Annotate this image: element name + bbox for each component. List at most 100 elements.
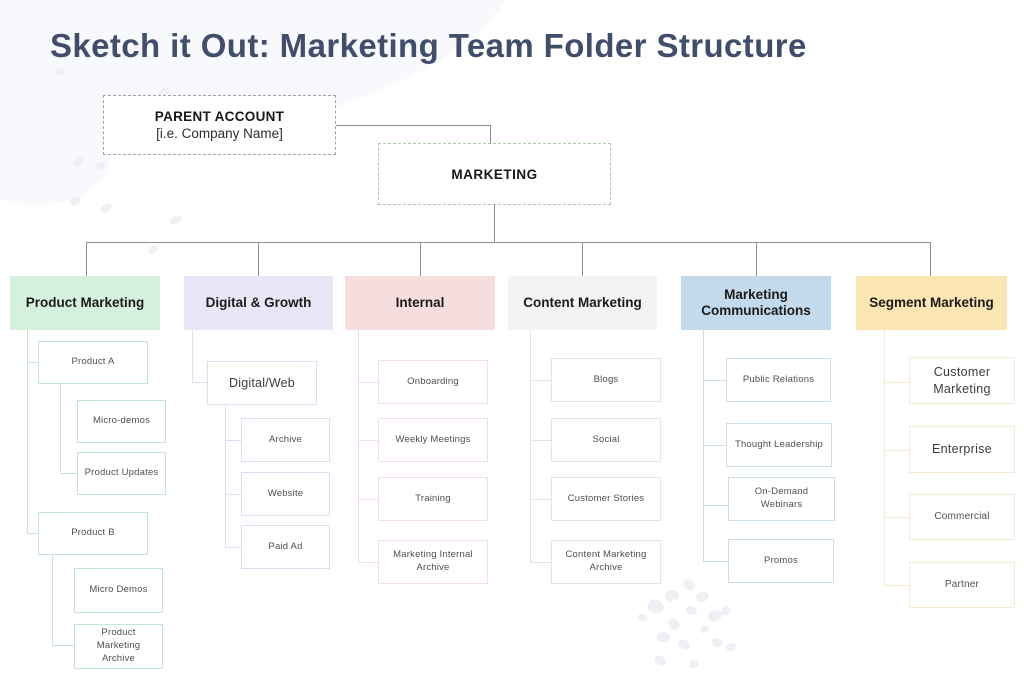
parent-account-node: PARENT ACCOUNT [i.e. Company Name]	[103, 95, 336, 155]
confetti-dot	[666, 616, 682, 632]
connector	[884, 517, 909, 518]
connector	[225, 494, 241, 495]
connector	[358, 562, 378, 563]
connector	[490, 125, 491, 144]
folder-node: Partner	[909, 562, 1015, 608]
folder-node: Website	[241, 472, 330, 516]
confetti-dot	[71, 155, 86, 169]
confetti-dot	[711, 637, 724, 648]
connector	[358, 330, 359, 563]
connector	[192, 330, 193, 383]
folder-node: Product A	[38, 341, 148, 384]
folder-node: Enterprise	[909, 426, 1015, 473]
connector	[192, 382, 207, 383]
connector	[27, 533, 38, 534]
connector	[756, 242, 757, 276]
folder-node: Commercial	[909, 494, 1015, 540]
connector	[530, 330, 531, 563]
folder-node: Product Marketing Archive	[74, 624, 163, 669]
folder-node: Content Marketing Archive	[551, 540, 661, 584]
connector	[884, 382, 909, 383]
connector	[86, 242, 87, 276]
folder-node: Customer Stories	[551, 477, 661, 521]
folder-node: Product B	[38, 512, 148, 555]
connector	[225, 547, 241, 548]
folder-node: Social	[551, 418, 661, 462]
connector	[703, 445, 726, 446]
connector	[336, 125, 491, 126]
connector	[703, 380, 726, 381]
folder-node: Weekly Meetings	[378, 418, 488, 462]
folder-node: Promos	[728, 539, 834, 583]
connector	[60, 384, 61, 474]
confetti-dot	[53, 65, 67, 78]
confetti-dot	[685, 604, 698, 617]
confetti-dot	[637, 612, 648, 623]
confetti-dot	[663, 588, 681, 603]
connector	[60, 473, 77, 474]
connector	[930, 242, 931, 276]
background-blob	[0, 110, 110, 205]
confetti-dot	[98, 201, 114, 215]
column-header-marketing-communications: Marketing Communications	[681, 276, 831, 330]
confetti-dot	[676, 637, 692, 652]
connector	[703, 505, 728, 506]
folder-node: Public Relations	[726, 358, 831, 402]
folder-node: Thought Leadership	[726, 423, 832, 467]
connector	[86, 242, 931, 243]
confetti-dot	[688, 658, 700, 670]
confetti-dot	[68, 194, 83, 208]
confetti-dot	[681, 577, 697, 593]
column-header-digital-growth: Digital & Growth	[184, 276, 333, 330]
connector	[27, 330, 28, 534]
connector	[703, 561, 728, 562]
confetti-dot	[646, 597, 666, 616]
connector	[225, 440, 241, 441]
connector	[258, 242, 259, 276]
connector	[530, 562, 551, 563]
parent-account-sublabel: [i.e. Company Name]	[156, 126, 283, 141]
folder-node: Product Updates	[77, 452, 166, 495]
connector	[582, 242, 583, 276]
folder-node: Marketing Internal Archive	[378, 540, 488, 584]
connector	[358, 440, 378, 441]
confetti-dot	[698, 624, 711, 635]
confetti-dot	[168, 213, 184, 227]
folder-node: Digital/Web	[207, 361, 317, 405]
confetti-dot	[719, 605, 733, 617]
column-header-segment-marketing: Segment Marketing	[856, 276, 1007, 330]
confetti-dot	[652, 653, 668, 668]
column-header-internal: Internal	[345, 276, 495, 330]
folder-node: Customer Marketing	[909, 357, 1015, 404]
connector	[884, 450, 909, 451]
folder-node: Paid Ad	[241, 525, 330, 569]
connector	[420, 242, 421, 276]
parent-account-label: PARENT ACCOUNT	[154, 109, 285, 124]
folder-node: Micro Demos	[74, 568, 163, 613]
folder-node: On-Demand Webinars	[728, 477, 835, 521]
connector	[884, 330, 885, 586]
connector	[884, 585, 909, 586]
connector	[494, 205, 495, 243]
confetti-dot	[694, 589, 711, 605]
confetti-dot	[656, 630, 671, 644]
folder-node: Onboarding	[378, 360, 488, 404]
connector	[358, 499, 378, 500]
marketing-label: MARKETING	[451, 166, 538, 182]
connector	[530, 440, 551, 441]
connector	[27, 362, 38, 363]
connector	[52, 645, 74, 646]
folder-node: Micro-demos	[77, 400, 166, 443]
column-header-content-marketing: Content Marketing	[508, 276, 657, 330]
folder-node: Blogs	[551, 358, 661, 402]
marketing-node: MARKETING	[378, 143, 611, 205]
column-header-product-marketing: Product Marketing	[10, 276, 160, 330]
confetti-dot	[724, 641, 738, 653]
connector	[225, 405, 226, 548]
connector	[530, 499, 551, 500]
connector	[52, 555, 53, 646]
connector	[530, 380, 551, 381]
confetti-dot	[706, 607, 724, 624]
folder-node: Archive	[241, 418, 330, 462]
folder-node: Training	[378, 477, 488, 521]
